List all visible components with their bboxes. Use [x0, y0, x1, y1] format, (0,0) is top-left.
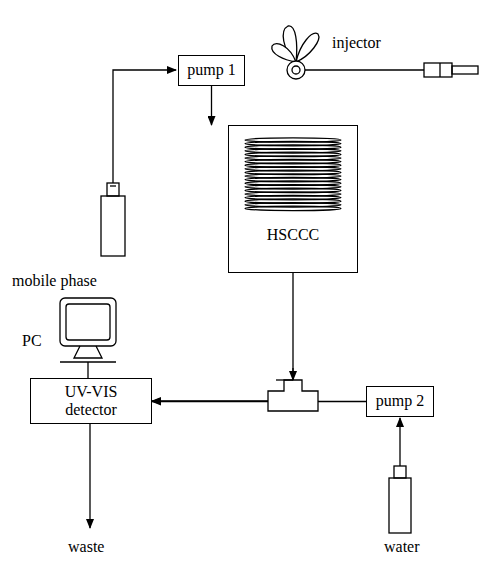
bottle-cap [394, 466, 406, 478]
bottle [101, 196, 125, 256]
tee-junction [268, 380, 318, 411]
injector-valve [272, 26, 319, 79]
waste-line [89, 424, 90, 528]
detector-box: UV-VIS detector [30, 378, 152, 424]
label: injector [332, 34, 381, 52]
pc-monitor [60, 298, 116, 378]
outlet-line [304, 69, 424, 70]
bottle [389, 478, 411, 533]
label: water [384, 538, 420, 556]
pump-box: pump 2 [366, 386, 434, 417]
flow-line [152, 273, 293, 401]
pump-box: pump 1 [178, 55, 245, 86]
water-line [399, 418, 400, 466]
label: mobile phase [12, 272, 97, 290]
feed-line [113, 70, 176, 183]
box-label: UV-VIS detector [39, 383, 143, 420]
box-label: pump 2 [376, 392, 424, 410]
flow-line [211, 86, 212, 125]
label: waste [68, 538, 104, 556]
box-label: HSCCC [267, 226, 319, 244]
fitting [424, 63, 452, 77]
coil [245, 138, 341, 211]
bottle-cap [107, 183, 119, 196]
box-label: pump 1 [187, 61, 235, 79]
fitting [452, 66, 478, 74]
hsccc-column: HSCCC [228, 125, 358, 273]
flow-line [152, 401, 366, 402]
label: PC [22, 332, 42, 350]
